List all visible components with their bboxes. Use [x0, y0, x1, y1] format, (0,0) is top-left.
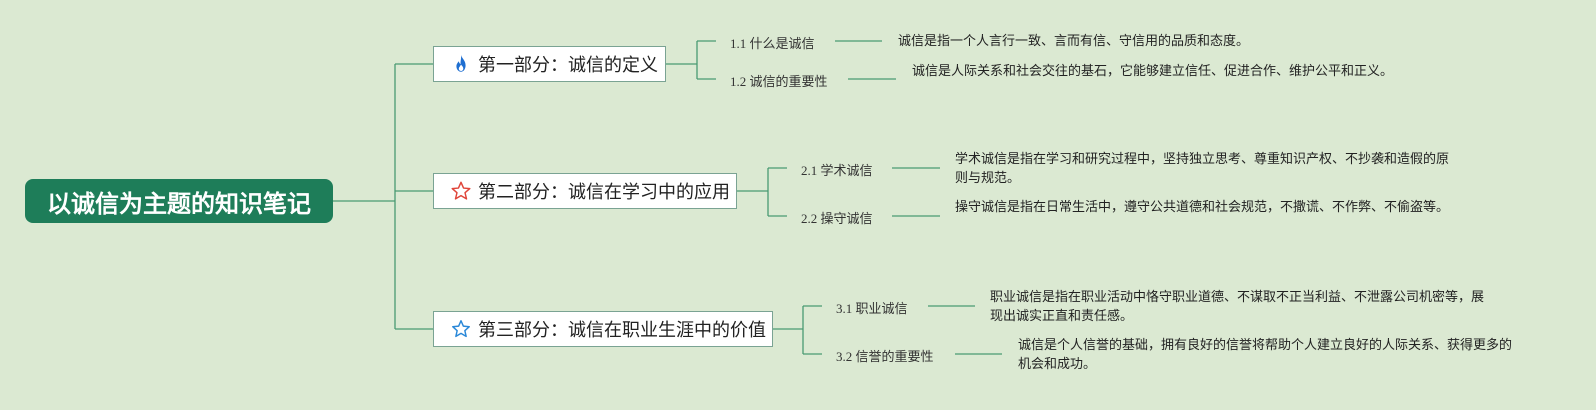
- star-outline-red-icon: [450, 180, 472, 202]
- section-2-item-2-detail: 操守诚信是指在日常生活中，遵守公共道德和社会规范，不撒谎、不作弊、不偷盗等。: [955, 200, 1450, 215]
- section-1-item-2-detail: 诚信是人际关系和社会交往的基石，它能够建立信任、促进合作、维护公平和正义。: [912, 64, 1394, 79]
- section-1-item-1-detail: 诚信是指一个人言行一致、言而有信、守信用的品质和态度。: [898, 34, 1250, 49]
- section-3-item-2-label[interactable]: 3.2 信誉的重要性: [836, 349, 934, 364]
- section-3-item-1-detail: 职业诚信是指在职业活动中恪守职业道德、不谋取不正当利益、不泄露公司机密等，展现出…: [990, 290, 1485, 324]
- section-1-item-2-label[interactable]: 1.2 诚信的重要性: [730, 74, 828, 89]
- section-2-item-2-label[interactable]: 2.2 操守诚信: [801, 211, 873, 226]
- section-1-item-1-label[interactable]: 1.1 什么是诚信: [730, 36, 815, 51]
- section-2-title: 第二部分：诚信在学习中的应用: [478, 182, 730, 203]
- flame-icon: [450, 53, 472, 75]
- section-2-item-1-detail: 学术诚信是指在学习和研究过程中，坚持独立思考、尊重知识产权、不抄袭和造假的原则与…: [955, 152, 1450, 186]
- section-1-node[interactable]: 第一部分：诚信的定义: [433, 46, 666, 82]
- section-1-title: 第一部分：诚信的定义: [478, 55, 658, 76]
- root-title: 以诚信为主题的知识笔记: [47, 189, 311, 218]
- section-2-node[interactable]: 第二部分：诚信在学习中的应用: [433, 173, 737, 209]
- section-2-item-1-label[interactable]: 2.1 学术诚信: [801, 163, 873, 178]
- root-node[interactable]: 以诚信为主题的知识笔记: [25, 179, 333, 223]
- section-3-node[interactable]: 第三部分：诚信在职业生涯中的价值: [433, 311, 773, 347]
- star-outline-blue-icon: [450, 318, 472, 340]
- section-3-item-2-detail: 诚信是个人信誉的基础，拥有良好的信誉将帮助个人建立良好的人际关系、获得更多的机会…: [1018, 338, 1513, 372]
- section-3-item-1-label[interactable]: 3.1 职业诚信: [836, 301, 908, 316]
- section-3-title: 第三部分：诚信在职业生涯中的价值: [478, 320, 766, 341]
